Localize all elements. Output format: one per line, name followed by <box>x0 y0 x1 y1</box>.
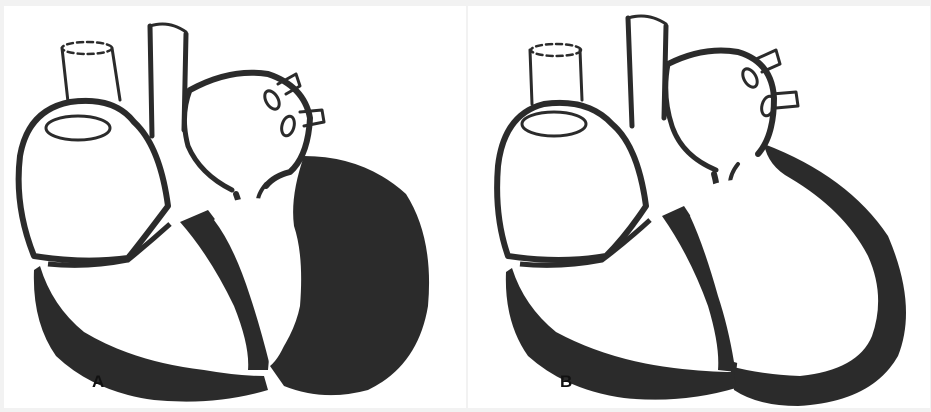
heart-panel-b: B <box>468 6 930 408</box>
heart-diagram-b <box>468 6 930 408</box>
panel-label-a: A <box>92 372 104 392</box>
heart-diagram-a <box>4 6 466 408</box>
panel-label-b: B <box>560 372 572 392</box>
heart-panel-a: A <box>4 6 466 408</box>
